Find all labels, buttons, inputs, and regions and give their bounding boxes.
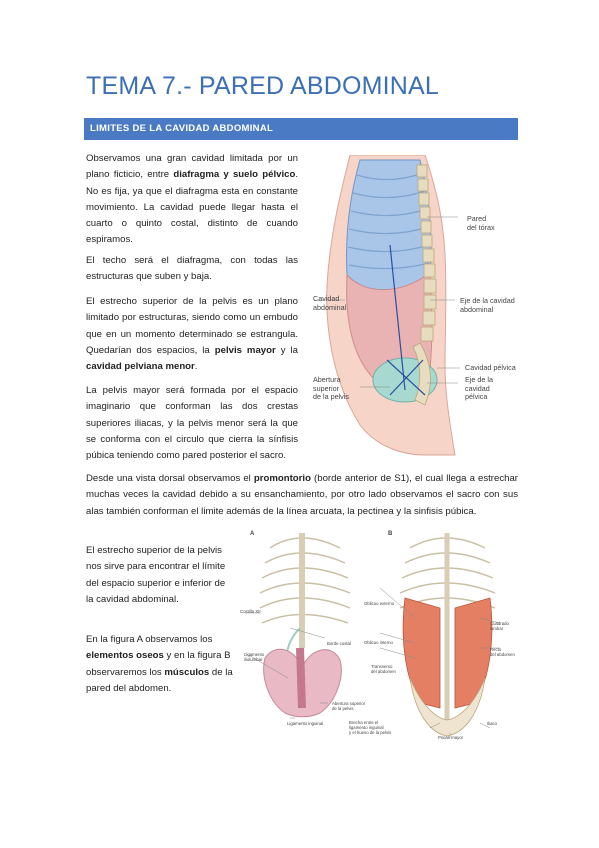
page-title: TEMA 7.- PARED ABDOMINAL (86, 72, 440, 100)
label-pared-torax: Pared del tórax (467, 214, 495, 232)
label-recto-abdomen: Recto del abdomen (490, 647, 515, 657)
panel-a-label: A (250, 531, 255, 537)
label-eje-cavidad-abdominal: Eje de la cavidad abdominal (460, 296, 515, 314)
abdominal-cavity-illustration (317, 154, 460, 456)
label-oblicuo-interno: Oblicuo interno (364, 640, 393, 645)
paragraph-3: El estrecho superior de la pelvis es un … (86, 296, 298, 373)
label-oblicuo-externo: Oblicuo externo (364, 601, 395, 606)
abdominal-wall-illustration (244, 533, 501, 738)
label-costilla-xii: Costilla XII (240, 609, 261, 614)
label-psoas-mayor: Psoas mayor (438, 735, 464, 740)
label-cavidad-pelvica: Cavidad pélvica (465, 363, 516, 372)
label-cavidad-abdominal: Cavidad abdominal (313, 294, 347, 312)
abdominal-wall-figure (240, 528, 530, 758)
paragraph-7: En la figura A observamos los elementos … (86, 634, 233, 694)
paragraph-1: Observamos una gran cavidad limitada por… (86, 153, 298, 246)
section-header: LIMITES DE LA CAVIDAD ABDOMINAL (84, 118, 518, 140)
label-ligamento-inguinal: Ligamento inguinal (287, 721, 324, 726)
label-iliaco: Iliaco (487, 721, 498, 726)
label-cuadrado-lumbar: Cuadrado lumbar (490, 621, 509, 631)
paragraph-6: El estrecho superior de la pelvis nos si… (86, 545, 226, 605)
label-eje-cavidad-pelvica: Eje de la cavidad pélvica (465, 375, 493, 401)
paragraph-4: La pelvis mayor será formada por el espa… (86, 385, 298, 462)
label-borde-costal: Borde costal (327, 641, 351, 646)
paragraph-5: Desde una vista dorsal observamos el pro… (86, 473, 518, 517)
section-header-label: LIMITES DE LA CAVIDAD ABDOMINAL (90, 123, 274, 134)
label-brecha: Brecha entre el ligamento inguinal y el … (349, 720, 392, 735)
abdominal-cavity-figure (305, 154, 530, 460)
label-abertura-pelvis: Abertura superior de la pelvis (313, 375, 349, 401)
panel-b-label: B (388, 531, 393, 537)
label-ligamento-iliolumbar: Ligamento iliolumbar (244, 652, 265, 662)
label-transverso: Transverso del abdomen (371, 664, 396, 674)
paragraph-2: El techo será el diafragma, con todas la… (86, 255, 298, 283)
label-abertura-superior: Abertura superior de la pelvis (332, 701, 366, 711)
